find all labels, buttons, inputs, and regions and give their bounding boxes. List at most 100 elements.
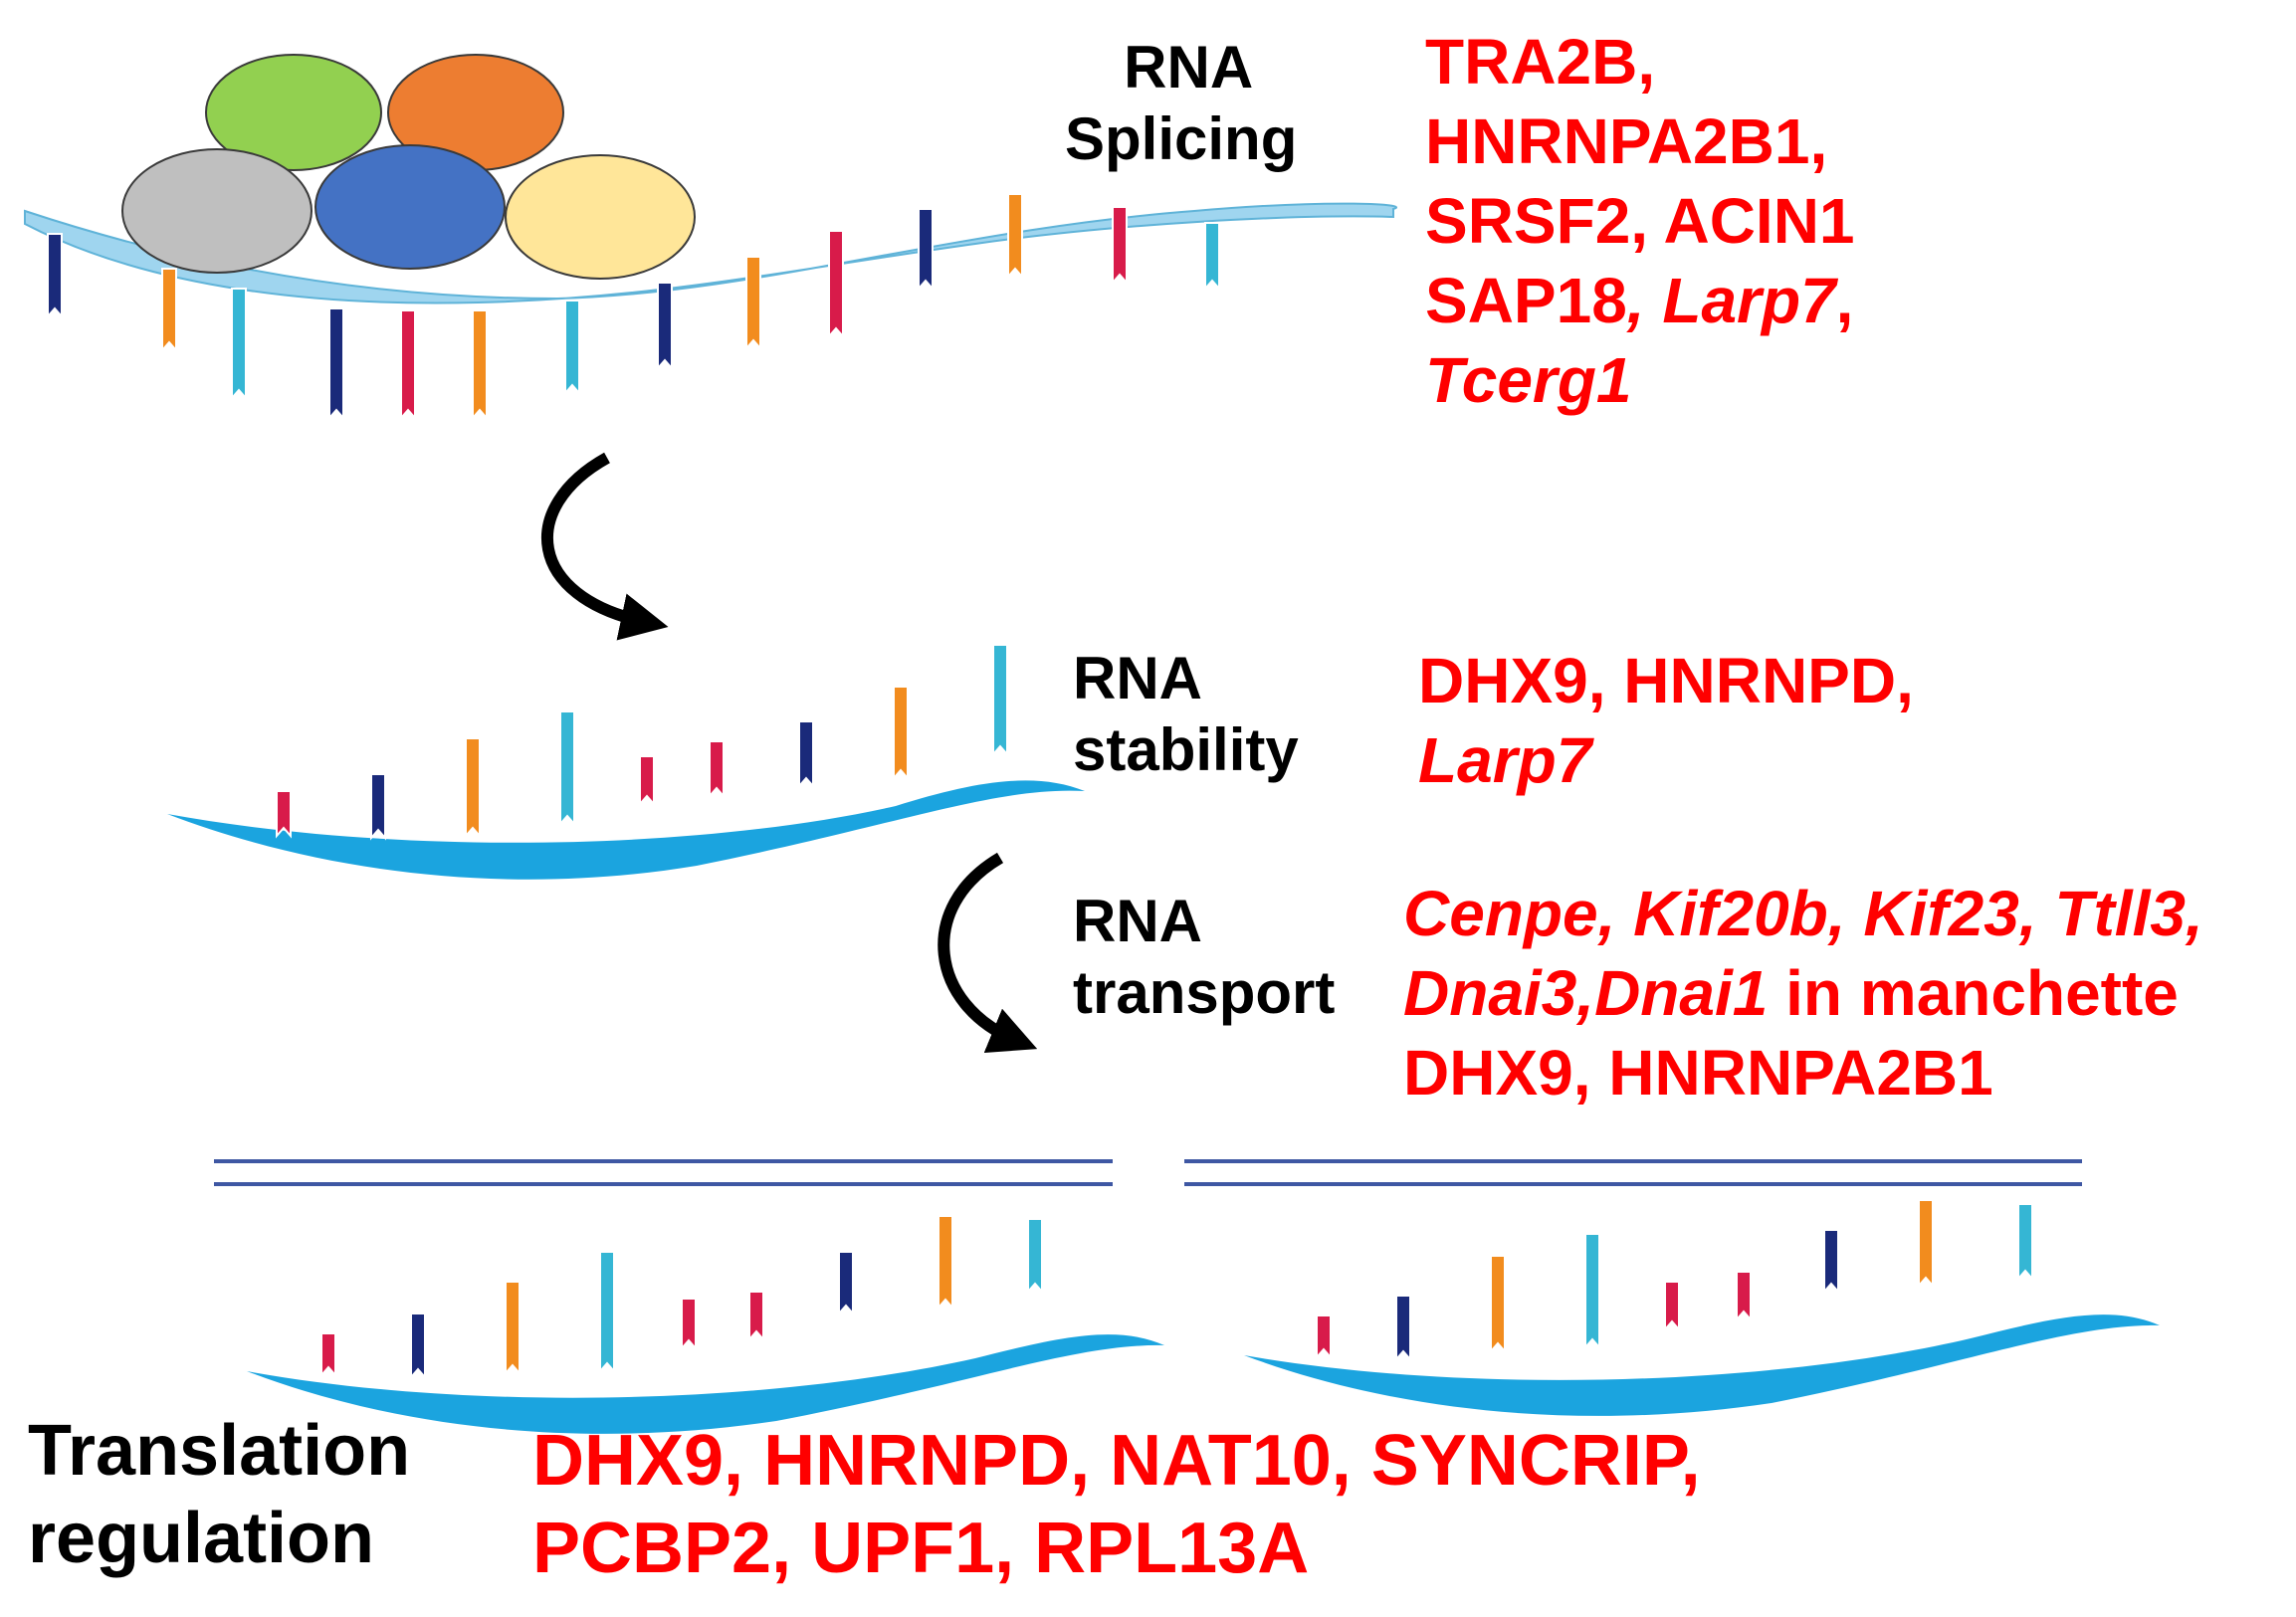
splicing-gene-text: Tcerg1: [1425, 344, 1632, 416]
nucleotide: [161, 268, 177, 353]
protein-gray: [121, 148, 313, 274]
nucleotide: [838, 1251, 854, 1316]
splicing-gene-text: ,: [1835, 265, 1854, 336]
splicing-gene-line: SAP18, Larp7,: [1425, 261, 1855, 340]
nucleotide: [400, 309, 416, 421]
nucleotide: [1584, 1233, 1600, 1350]
nucleotide: [1823, 1229, 1839, 1295]
nucleotide: [748, 1291, 764, 1342]
translation-gene-list: DHX9, HNRNPD, NAT10, SYNCRIP, PCBP2, UPF1…: [532, 1417, 1701, 1592]
splicing-gene-text: TRA2B,: [1425, 26, 1656, 98]
transport-gene-line: Cenpe, Kif20b, Kif23, Ttll3,: [1403, 874, 2203, 953]
nucleotide: [681, 1298, 697, 1351]
splicing-gene-line: SRSF2, ACIN1: [1425, 181, 1855, 261]
curved-arrow-icon: [938, 852, 1038, 1054]
nucleotide: [2017, 1203, 2033, 1282]
nucleotide: [1490, 1255, 1506, 1354]
transport-gene-line: DHX9, HNRNPA2B1: [1403, 1033, 2203, 1112]
splicing-label: RNA Splicing: [1065, 32, 1297, 175]
nucleotide: [1664, 1281, 1680, 1332]
translation-rna-strand-right: [1244, 1314, 2160, 1416]
stability-label: RNA stability: [1073, 643, 1299, 786]
splicing-gene-text: SAP18: [1425, 265, 1627, 336]
nucleotide: [798, 720, 814, 789]
curved-arrow-icon: [540, 452, 669, 641]
stability-gene-line: Larp7: [1418, 720, 1914, 800]
transport-gene-list: Cenpe, Kif20b, Kif23, Ttll3,Dnai3,Dnai1 …: [1403, 874, 2203, 1112]
stability-label-line-2: stability: [1073, 716, 1299, 783]
splicing-nucleotides: [47, 193, 1220, 421]
splicing-gene-text: SRSF2, ACIN1: [1425, 185, 1855, 257]
nucleotide: [47, 233, 63, 319]
splicing-gene-text: HNRNPA2B1,: [1425, 105, 1828, 177]
translation-rna-strand-left: [247, 1334, 1164, 1434]
nucleotide: [276, 790, 292, 839]
nucleotide: [328, 307, 344, 421]
nucleotide: [1027, 1218, 1043, 1295]
transport-gene-line: Dnai3,Dnai1 in manchette: [1403, 953, 2203, 1033]
splicing-gene-line: Tcerg1: [1425, 340, 1855, 420]
nucleotide: [992, 644, 1008, 757]
manchette-membrane-right: [1184, 1159, 2082, 1186]
protein-green: [205, 54, 382, 171]
nucleotide: [1395, 1295, 1411, 1362]
splicing-protein-complex: [121, 54, 696, 280]
nucleotide: [564, 300, 580, 396]
splicing-gene-line: TRA2B,: [1425, 22, 1855, 101]
nucleotide: [828, 230, 844, 339]
nucleotide: [918, 208, 934, 292]
nucleotide: [1918, 1199, 1934, 1289]
translation-nucleotides: [320, 1199, 2033, 1380]
translation-gene-text: DHX9, HNRNPD, NAT10, SYNCRIP,: [532, 1421, 1701, 1501]
nucleotide: [231, 288, 247, 401]
nucleotide: [893, 686, 909, 781]
nucleotide: [657, 282, 673, 371]
transport-label-line-1: RNA: [1073, 888, 1202, 954]
nucleotide: [320, 1332, 336, 1378]
stability-label-line-1: RNA: [1073, 645, 1202, 711]
protein-yellow: [505, 154, 696, 280]
nucleotide: [938, 1215, 953, 1311]
splicing-label-line-1: RNA: [1124, 34, 1254, 101]
transport-label: RNA transport: [1073, 886, 1335, 1029]
stability-gene-list: DHX9, HNRNPD, Larp7: [1418, 641, 1914, 800]
transport-label-line-2: transport: [1073, 959, 1336, 1026]
translation-gene-line: DHX9, HNRNPD, NAT10, SYNCRIP,: [532, 1417, 1701, 1505]
nucleotide: [505, 1281, 521, 1376]
transport-gene-text: Cenpe, Kif20b, Kif23, Ttll3,: [1403, 878, 2203, 949]
translation-label-line-1: Translation: [28, 1411, 411, 1491]
transport-gene-text: DHX9, HNRNPA2B1: [1403, 1037, 1993, 1109]
stability-nucleotides: [276, 644, 1008, 841]
nucleotide: [599, 1251, 615, 1374]
manchette-membrane-left: [214, 1159, 1113, 1186]
nucleotide: [709, 740, 725, 799]
translation-gene-line: PCBP2, UPF1, RPL13A: [532, 1505, 1701, 1592]
nucleotide: [559, 710, 575, 827]
nucleotide: [465, 737, 481, 839]
stability-gene-line: DHX9, HNRNPD,: [1418, 641, 1914, 720]
splicing-gene-text: , Larp7: [1626, 265, 1836, 336]
translation-gene-text: PCBP2, UPF1, RPL13A: [532, 1509, 1310, 1588]
nucleotide: [410, 1313, 426, 1380]
nucleotide: [1007, 193, 1023, 280]
splicing-rna-strand: [24, 202, 1397, 304]
nucleotide: [1736, 1271, 1752, 1322]
transport-gene-text: Dnai3,Dnai1: [1403, 957, 1769, 1029]
splicing-gene-line: HNRNPA2B1,: [1425, 101, 1855, 181]
nucleotide: [1316, 1314, 1332, 1360]
transport-gene-text: in manchette: [1768, 957, 2179, 1029]
stability-gene-text: Larp7: [1418, 724, 1592, 796]
nucleotide: [1112, 206, 1128, 286]
protein-blue: [314, 144, 506, 270]
nucleotide: [745, 256, 761, 351]
nucleotide: [370, 773, 386, 841]
nucleotide: [472, 309, 488, 421]
nucleotide: [1204, 222, 1220, 292]
stability-gene-text: DHX9, HNRNPD,: [1418, 645, 1914, 716]
splicing-label-line-2: Splicing: [1065, 105, 1298, 172]
translation-label: Translation regulation: [28, 1407, 410, 1582]
stability-rna-strand: [167, 780, 1085, 880]
translation-label-line-2: regulation: [28, 1499, 375, 1578]
